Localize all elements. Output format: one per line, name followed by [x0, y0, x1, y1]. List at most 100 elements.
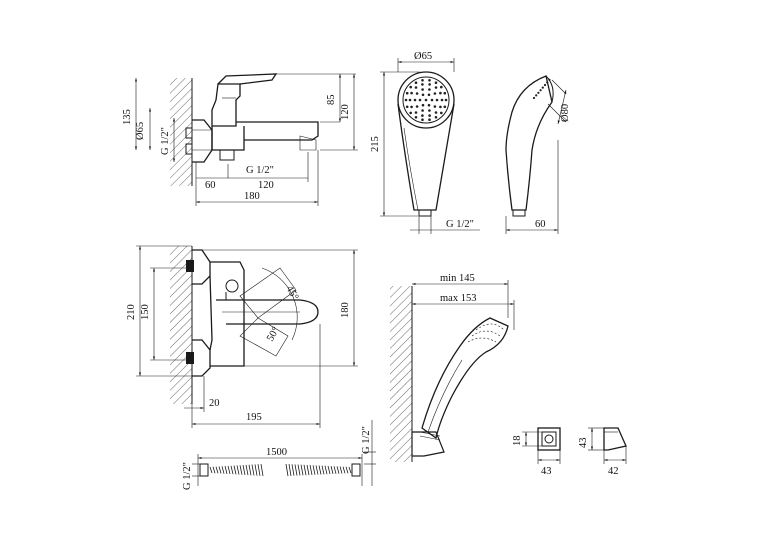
dim-holder-min: min 145 [440, 273, 475, 284]
side-nozzle-dot [535, 94, 538, 97]
hose-coil [291, 464, 295, 476]
dim-top-height-180: 180 [340, 302, 351, 318]
hose-coil [257, 464, 261, 476]
dim-side-height-85: 85 [326, 95, 337, 106]
nozzle-dot [443, 105, 447, 109]
nozzle-dot [428, 79, 431, 82]
nozzle-dot [404, 98, 408, 102]
shower-head-front-view: Ø65 215 G 1/2" [370, 51, 480, 234]
hose-coil [312, 465, 316, 475]
nozzle-dot [435, 98, 439, 102]
wall-hatch-holder [390, 286, 412, 462]
dim-side-width-120: 120 [258, 180, 274, 191]
nozzle-dot [421, 88, 424, 91]
nozzle-dot [409, 85, 413, 89]
hose-coil [333, 466, 337, 474]
mixer-top-view: 45° 50° 210 150 180 20 195 [126, 245, 358, 428]
dim-top-height-150: 150 [140, 304, 151, 320]
nozzle-dot [428, 118, 431, 121]
nozzle-dot [434, 116, 438, 119]
nozzle-dot [414, 116, 418, 119]
dim-bracket-side-width: 42 [608, 466, 619, 477]
hose-coil [321, 465, 325, 475]
nozzle-dot [418, 98, 422, 102]
dim-side-thread-bottom: G 1/2" [246, 165, 274, 176]
hose-coil [324, 465, 328, 475]
hose-coil [318, 465, 322, 475]
nozzle-dot [405, 91, 409, 95]
shower-head-side-view: Ø80 60 [505, 75, 571, 234]
side-nozzle-dot [532, 96, 536, 100]
dim-side-width-180: 180 [244, 191, 260, 202]
hose-coil [239, 465, 243, 475]
wall-hatch [170, 78, 192, 186]
nozzle-dot [408, 98, 412, 102]
dim-hose-length: 1500 [266, 447, 287, 458]
nozzle-dot [414, 111, 418, 114]
hose-coil [254, 464, 258, 476]
hose-coil [245, 464, 249, 476]
dim-bracket-height: 18 [512, 436, 523, 447]
hose-coil [348, 466, 352, 474]
side-nozzle-dot [543, 83, 547, 87]
dim-bracket-side-height: 43 [578, 438, 589, 449]
nozzle-dot [443, 91, 447, 95]
hose-coil [342, 466, 346, 474]
dim-head-thread: G 1/2" [446, 219, 474, 230]
dim-head-length: 215 [370, 136, 381, 152]
nozzle-dot [428, 83, 431, 86]
nozzle-dot [405, 105, 409, 109]
dim-side-diameter: Ø65 [135, 122, 146, 140]
shower-hose-view: 1500 G 1/2" G 1/2" [182, 420, 376, 490]
nozzle-dot [421, 118, 424, 121]
hose-coil [285, 463, 289, 477]
hose-coil [297, 464, 301, 476]
nozzle-dot [428, 114, 431, 117]
dim-hose-thread-right: G 1/2" [361, 426, 372, 454]
side-nozzle-dot [539, 89, 542, 92]
side-nozzle-dot [537, 91, 540, 94]
hose-coil [215, 466, 219, 474]
hose-coil [227, 465, 231, 475]
hose-coil [260, 464, 264, 476]
bracket-side-view: 43 42 [578, 427, 627, 477]
nozzle-dot [414, 81, 418, 84]
hose-coil [242, 465, 246, 475]
nozzle-dot [421, 83, 424, 86]
hose-coil [209, 466, 213, 474]
hose-segment-right [285, 463, 352, 477]
dim-side-height-120: 120 [340, 104, 351, 120]
hose-coil [224, 466, 228, 474]
nozzle-dot [421, 109, 424, 112]
hose-coil [303, 464, 307, 476]
mixer-side-view: Ø65 135 G 1/2" 85 120 G 1/2" 60 120 180 [122, 73, 358, 206]
nozzle-dot [427, 93, 431, 97]
nozzle-dot [439, 105, 442, 109]
hose-coil [336, 466, 340, 474]
nozzle-dot [409, 111, 413, 115]
hose-coil [300, 464, 304, 476]
bracket-front-view: 18 43 [512, 427, 561, 477]
nozzle-dot [439, 91, 442, 95]
hose-coil [309, 465, 313, 475]
nozzle-dot [421, 114, 424, 117]
nozzle-dot [414, 86, 418, 89]
dim-side-width-60: 60 [205, 180, 216, 191]
nozzle-dot [440, 98, 444, 102]
side-nozzle-dot [546, 81, 549, 84]
nozzle-dot [444, 98, 448, 102]
dim-top-length-195: 195 [246, 412, 262, 423]
nozzle-dot [433, 92, 437, 95]
hose-coil [212, 466, 216, 474]
hose-coil [294, 464, 298, 476]
dim-bracket-width: 43 [541, 466, 552, 477]
side-nozzle-dot [541, 86, 544, 89]
hose-coil [288, 464, 292, 476]
nozzle-dot [440, 111, 443, 115]
hose-segment-left [209, 464, 264, 476]
dim-top-height-210: 210 [126, 304, 137, 320]
nozzle-dot [427, 103, 431, 107]
nozzle-dot [421, 103, 425, 107]
nozzle-dot [440, 85, 443, 89]
